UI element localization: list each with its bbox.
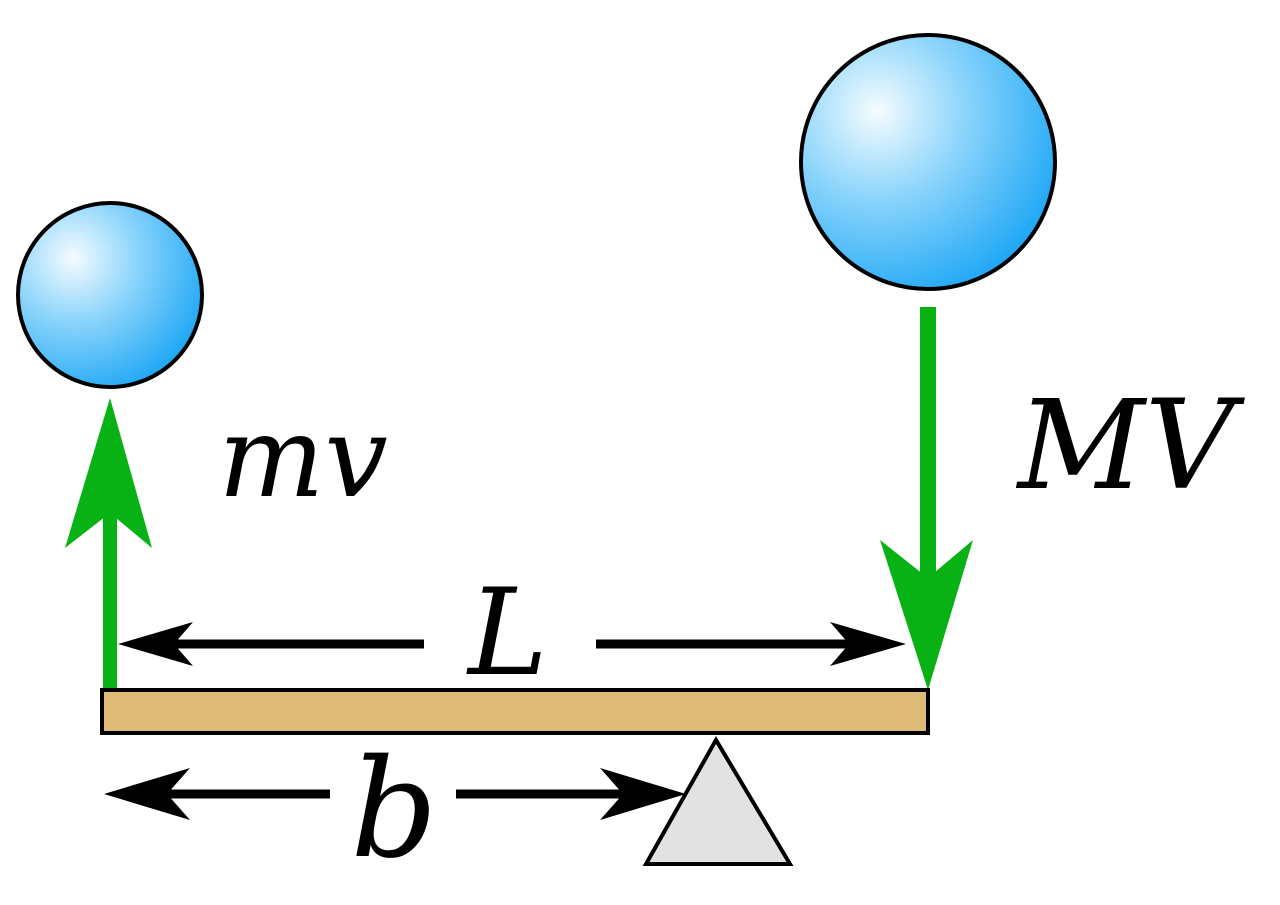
large-momentum-label: MV (1016, 374, 1246, 518)
large-momentum-arrow (880, 307, 973, 690)
lever-length-left-arrowhead (118, 622, 193, 666)
lever-length-label: L (466, 564, 548, 703)
pivot-distance-label: b (350, 731, 437, 889)
small-momentum-arrowhead (65, 398, 152, 548)
pivot-triangle (642, 736, 794, 866)
lever-beam (100, 688, 930, 735)
small-ball (16, 201, 204, 389)
large-momentum-arrowhead (880, 540, 973, 690)
small-momentum-arrow (65, 398, 152, 690)
lever-length-dimension (118, 622, 906, 666)
lever-length-right-arrowhead (830, 622, 906, 666)
small-momentum-label: mv (218, 393, 387, 523)
pivot-distance-right-arrowhead (600, 768, 686, 820)
pivot-distance-left-arrowhead (104, 768, 190, 820)
pivot-distance-dimension (104, 768, 686, 820)
large-ball (799, 33, 1057, 291)
